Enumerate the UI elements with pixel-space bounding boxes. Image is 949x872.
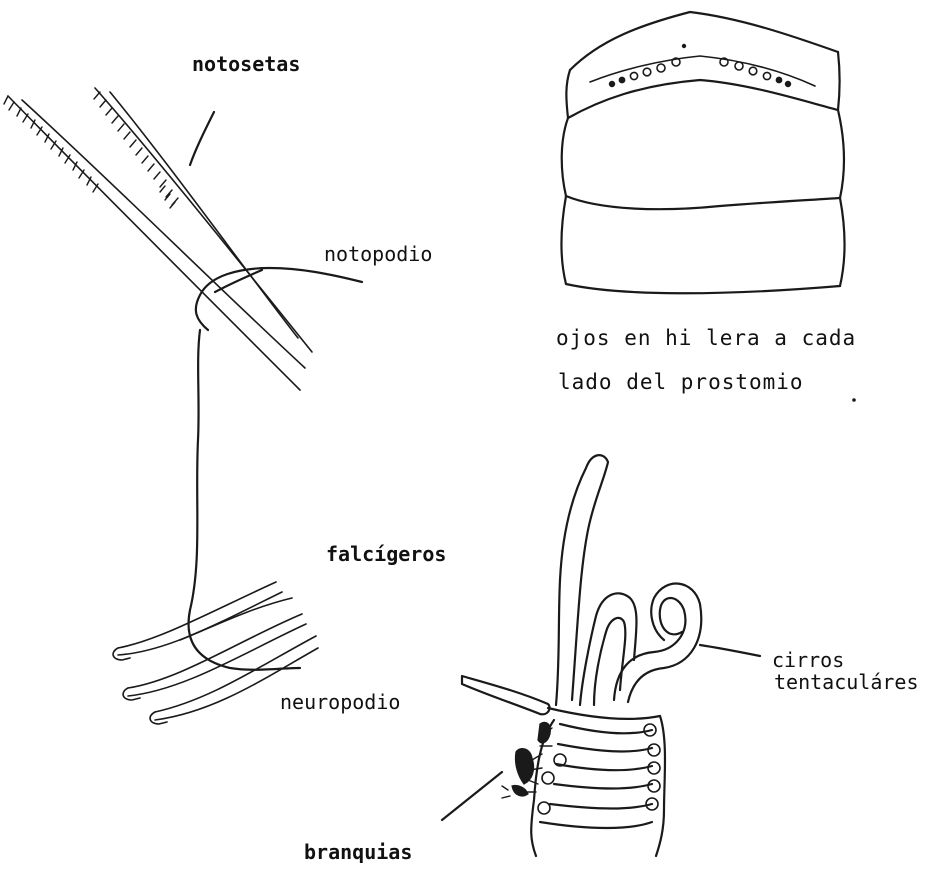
notopodium-lobe <box>196 268 362 330</box>
label-cirros-line1: cirros <box>772 648 844 672</box>
parapodium-drawing <box>4 88 362 724</box>
notosetae-drawing <box>4 88 312 390</box>
label-branquias: branquias <box>304 840 412 864</box>
label-falcigeros: falcígeros <box>326 542 446 566</box>
label-neuropodio: neuropodio <box>280 690 400 714</box>
notosetas-leader <box>190 112 214 165</box>
label-cirros-line2: tentaculáres <box>774 670 919 694</box>
label-notopodio: notopodio <box>324 242 432 266</box>
label-notosetas: notosetas <box>192 52 300 76</box>
prostomium-drawing <box>562 12 845 293</box>
label-ojos-line1: ojos en hi lera a cada <box>556 326 856 351</box>
anterior-body-drawing <box>462 455 701 856</box>
branquias-leader <box>442 772 502 820</box>
cirros-leader <box>700 645 760 656</box>
label-ojos-line2: lado del prostomio <box>558 370 804 395</box>
parapodium-body <box>189 330 300 670</box>
